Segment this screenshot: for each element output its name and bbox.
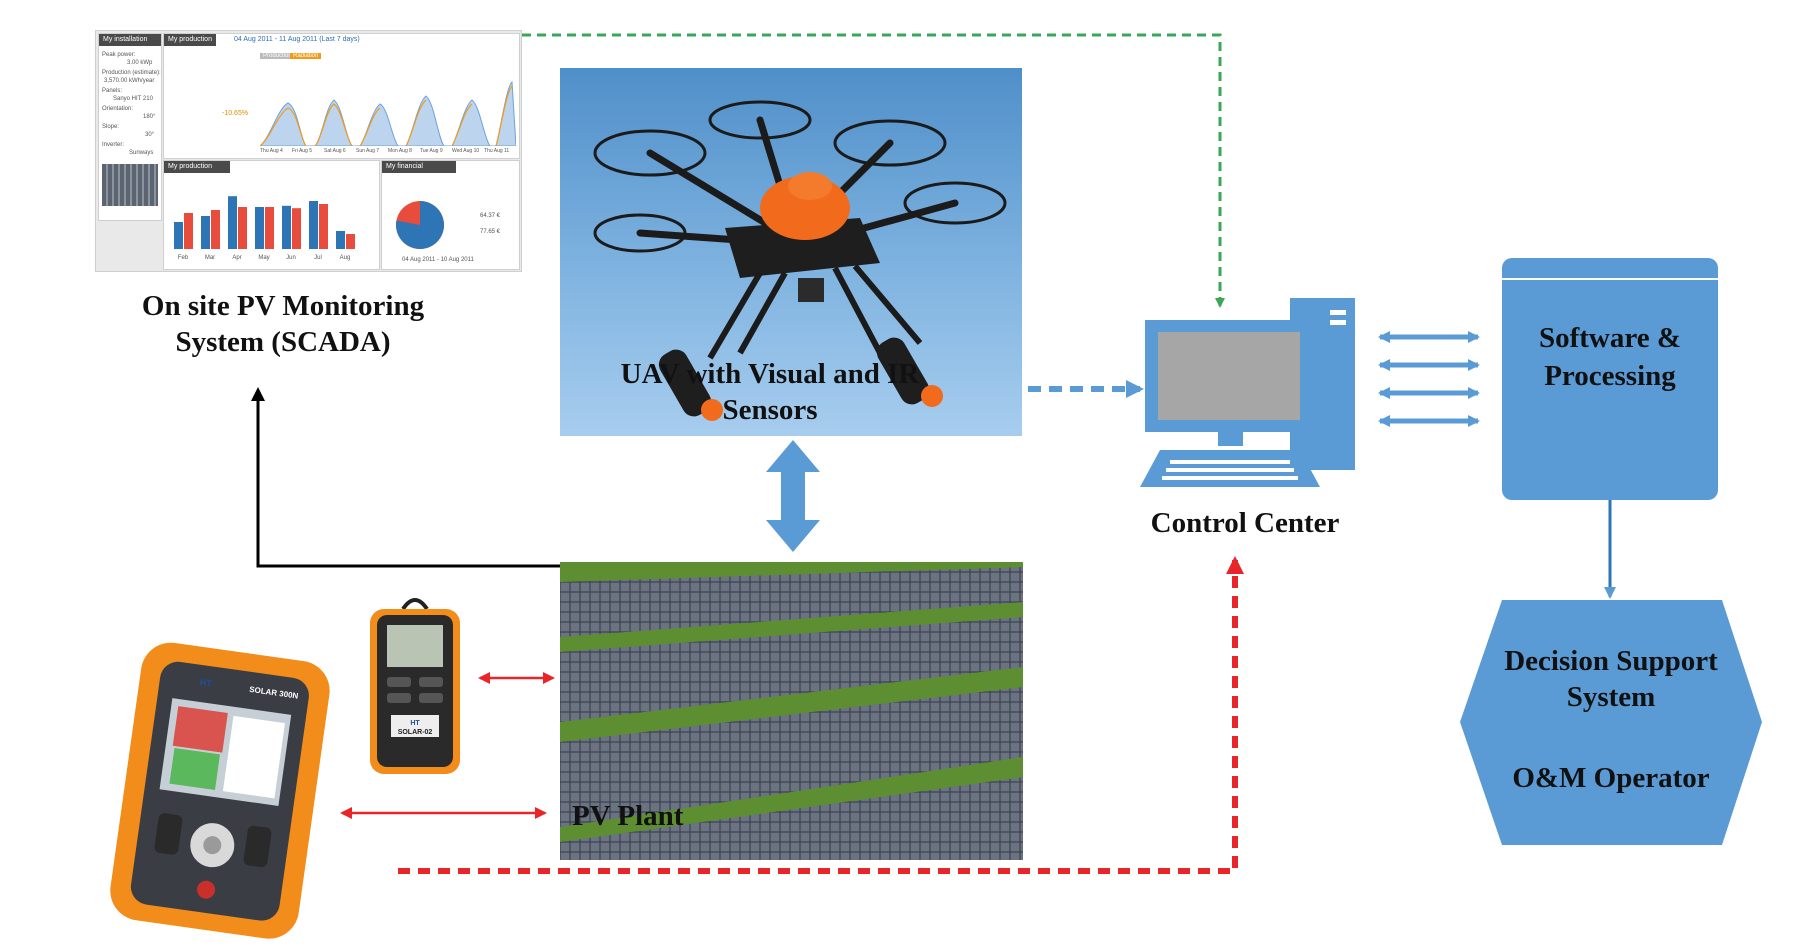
report-bar [309, 201, 318, 249]
report-month-label: Mar [205, 255, 215, 261]
report-bar [292, 208, 301, 249]
large-meter-device: HT SOLAR 300N [110, 642, 330, 939]
report-bar-chart: Feb Mar Apr May Jun Jul Aug [174, 196, 355, 261]
field-value: 3.00 kWp [127, 60, 153, 66]
field-label: Production (estimate): [102, 70, 161, 76]
pv-plant-image: PV Plant [560, 562, 1023, 860]
field-label: Inverter: [102, 142, 125, 148]
report-bar [238, 207, 247, 249]
report-bar [174, 222, 183, 249]
report-month-label: Jun [286, 255, 296, 261]
installation-panel-title: My installation [99, 34, 161, 46]
field-value: Sunways [129, 150, 154, 156]
large-meter-brand: HT [199, 677, 213, 689]
field-value: Sanyo HIT 210 [113, 96, 153, 102]
field-label: Slope: [102, 124, 120, 130]
report-bar [336, 231, 345, 249]
report-bar [282, 205, 291, 249]
date-range[interactable]: 04 Aug 2011 - 11 Aug 2011 (Last 7 days) [234, 36, 360, 43]
decision-support-shape [1460, 600, 1762, 845]
day-tick-label: Tue Aug 9 [420, 148, 443, 154]
day-tick-label: Wed Aug 10 [452, 148, 480, 154]
operator-label: O&M Operator [1512, 762, 1710, 794]
day-tick-label: Thu Aug 11 [484, 148, 510, 154]
report-month-label: Apr [232, 255, 241, 261]
financial-pie-chart [396, 201, 444, 249]
control-center-label: Control Center [1150, 507, 1340, 539]
report-bar [265, 207, 274, 249]
production-panel-title: My production [164, 34, 216, 46]
report-bar [228, 196, 237, 249]
field-value: 30° [145, 132, 155, 138]
blue-double-arrows-group [1378, 331, 1480, 427]
tab-production[interactable]: Production [260, 53, 295, 59]
report-month-label: Jul [314, 255, 322, 261]
production-report-panel: My production report Feb Mar Apr May Jun Jul A… [163, 160, 380, 270]
field-label: Peak power: [102, 52, 136, 58]
software-label: Software & Processing [1538, 322, 1681, 392]
percent-value: -10.65% [222, 110, 249, 117]
report-bar [346, 234, 355, 249]
small-meter-device: HT SOLAR-02 [370, 598, 460, 774]
day-tick-label: Sat Aug 6 [324, 148, 346, 154]
small-meter-brand: HT [410, 720, 420, 727]
installation-panel: My installation Peak power: 3.00 kWp Pro… [98, 33, 162, 221]
decision-support-label: Decision Support System [1504, 645, 1718, 714]
report-bar [319, 204, 328, 249]
tab-radiation[interactable]: Radiation [290, 53, 322, 59]
computer-icon [1140, 298, 1355, 487]
field-label: Orientation: [102, 106, 134, 112]
uav-image: UAV with Visual and IR Sensors [560, 68, 1022, 436]
field-label: Panels: [102, 88, 123, 94]
small-meter-model: SOLAR-02 [398, 729, 433, 736]
field-value: 180° [143, 114, 156, 120]
pie-slice [396, 201, 444, 249]
black-arrow [251, 387, 560, 568]
installation-photo [102, 164, 158, 206]
blue-double-arrow [766, 440, 820, 552]
software-processing-box: Software & Processing [1502, 258, 1718, 500]
report-bar [201, 216, 210, 249]
report-month-label: May [258, 255, 269, 261]
production-report-title: My production report [164, 161, 230, 182]
production-panel: My production 04 Aug 2011 - 11 Aug 2011 … [163, 33, 520, 159]
report-bar [255, 207, 264, 249]
financial-date: 04 Aug 2011 - 10 Aug 2011 [402, 257, 474, 263]
financial-value: 64.37 € [480, 213, 501, 219]
report-bar [211, 210, 220, 249]
financial-value: 77.65 € [480, 229, 501, 235]
field-value: 3,570.00 kWh/year [104, 78, 155, 84]
box-divider [1502, 278, 1718, 280]
day-tick-label: Thu Aug 4 [260, 148, 283, 154]
scada-label: On site PV Monitoring System (SCADA) [141, 290, 425, 359]
pv-plant-label: PV Plant [572, 800, 684, 832]
report-month-label: Feb [178, 255, 189, 261]
report-month-label: Aug [340, 255, 351, 261]
uav-label: UAV with Visual and IR Sensors [620, 358, 920, 427]
report-bar [184, 213, 193, 249]
production-area-chart [260, 80, 516, 146]
scada-screenshot: My installation Peak power: 3.00 kWp Pro… [95, 30, 522, 272]
financial-panel-title: My financial monitoring [382, 161, 456, 182]
day-tick-label: Fri Aug 5 [292, 148, 313, 154]
day-tick-label: Sun Aug 7 [356, 148, 380, 154]
financial-panel: My financial monitoring 64.37 € 77.65 € … [381, 160, 520, 270]
day-tick-label: Mon Aug 8 [388, 148, 412, 154]
